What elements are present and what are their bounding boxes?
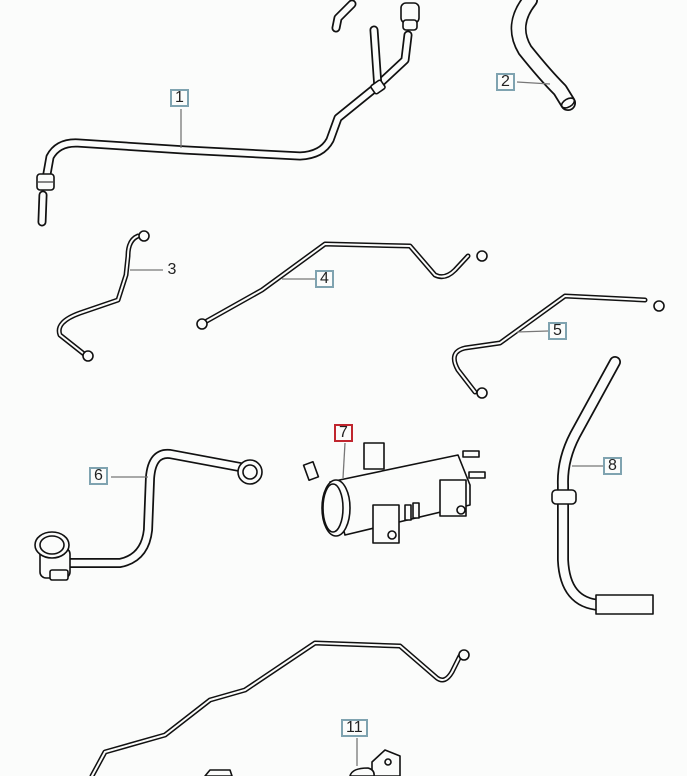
callout-11-label: 11	[346, 719, 363, 736]
part-4-pipe[interactable]	[196, 241, 488, 330]
part-7-canister[interactable]	[302, 442, 486, 544]
callout-7-label: 7	[339, 424, 348, 441]
part-1-hose[interactable]	[36, 0, 420, 227]
callout-5[interactable]: 5	[548, 322, 567, 340]
callout-6-label: 6	[94, 467, 103, 484]
part-6-hose[interactable]	[34, 448, 263, 581]
callout-6[interactable]: 6	[89, 467, 108, 485]
part-3-pipe[interactable]	[56, 230, 150, 362]
callout-1-label: 1	[175, 89, 184, 106]
leader-lines	[111, 81, 603, 766]
callout-5-label: 5	[553, 322, 562, 339]
callout-4[interactable]: 4	[315, 270, 334, 288]
callout-3[interactable]: 3	[163, 261, 181, 279]
part-2-hose[interactable]	[510, 0, 576, 111]
callout-8[interactable]: 8	[603, 457, 622, 475]
part-11-valve[interactable]	[204, 749, 401, 776]
callout-8-label: 8	[608, 457, 617, 474]
callout-2-label: 2	[501, 73, 510, 90]
part-5-pipe[interactable]	[451, 293, 665, 399]
part-8-hose[interactable]	[551, 356, 654, 615]
callout-4-label: 4	[320, 270, 329, 287]
callout-7-selected[interactable]: 7	[334, 424, 353, 442]
callout-2[interactable]: 2	[496, 73, 515, 91]
callout-11[interactable]: 11	[341, 719, 368, 737]
callout-1[interactable]: 1	[170, 89, 189, 107]
callout-3-label: 3	[167, 261, 177, 278]
part-bottom-pipe[interactable]	[89, 640, 470, 776]
